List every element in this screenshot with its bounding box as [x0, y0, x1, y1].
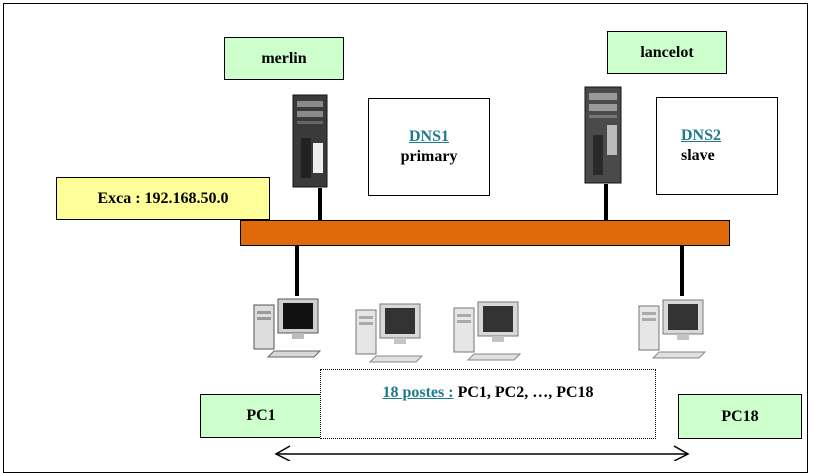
lancelot-label: lancelot	[607, 31, 727, 74]
merlin-label: merlin	[224, 37, 344, 80]
dns2-box: DNS2 slave	[656, 97, 778, 195]
dns1-title: DNS1	[408, 128, 449, 145]
dns2-type: slave	[681, 147, 715, 164]
desktop-computer-icon	[253, 298, 322, 358]
desktop-computer-icon	[453, 301, 522, 361]
dns1-box: DNS1 primary	[368, 98, 490, 196]
lancelot-connector	[604, 184, 608, 220]
network-address: Exca : 192.168.50.0	[97, 189, 229, 207]
pc1-name: PC1	[246, 407, 276, 424]
pc18-label: PC18	[678, 394, 802, 439]
merlin-name: merlin	[261, 49, 307, 67]
server-tower-icon	[584, 86, 622, 184]
pc18-connector	[680, 246, 684, 296]
network-bus	[240, 220, 730, 246]
dns2-title: DNS2	[681, 127, 722, 144]
dns1-type: primary	[400, 148, 458, 165]
network-label: Exca : 192.168.50.0	[56, 177, 270, 220]
server-tower-icon	[292, 94, 328, 188]
pc1-connector	[295, 246, 299, 296]
workstations-list: PC1, PC2, …, PC18	[453, 384, 594, 401]
workstations-count-link: 18 postes :	[382, 384, 454, 401]
lancelot-name: lancelot	[640, 43, 694, 61]
double-arrow-icon	[274, 445, 690, 461]
workstations-summary: 18 postes : PC1, PC2, …, PC18	[321, 384, 655, 402]
desktop-computer-icon	[355, 303, 424, 363]
pc18-name: PC18	[721, 407, 759, 425]
desktop-computer-icon	[638, 299, 707, 359]
merlin-connector	[318, 188, 322, 220]
workstations-summary-box: 18 postes : PC1, PC2, …, PC18	[320, 369, 656, 439]
pc1-label: PC1	[200, 394, 322, 438]
